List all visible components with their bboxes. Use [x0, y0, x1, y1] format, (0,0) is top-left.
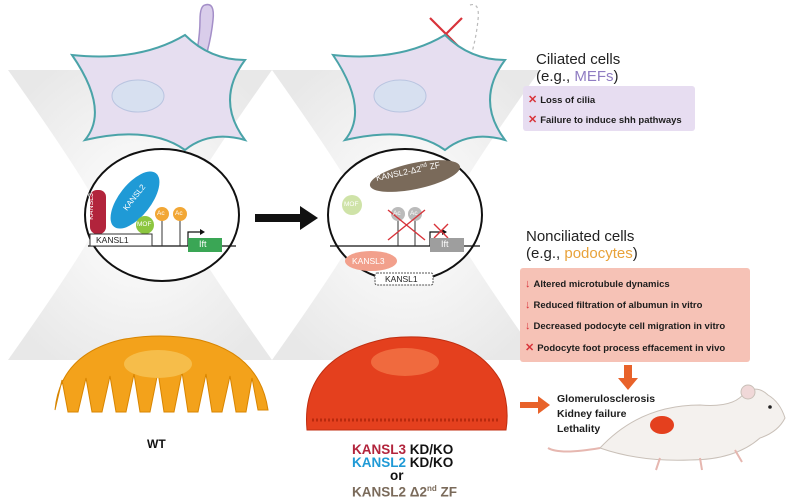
ift-gene-mutant: [430, 238, 464, 252]
outcome-down-arrow: [618, 365, 638, 390]
ift-label-mutant: Ift: [441, 239, 449, 249]
mutant-ciliated-cell: [330, 3, 508, 152]
mof-detached-shape: [342, 195, 362, 215]
mof-shape: [136, 216, 154, 234]
outcomes-list: Glomerulosclerosis Kidney failure Lethal…: [557, 392, 655, 437]
nonciliated-title: Nonciliated cells (e.g., podocytes): [526, 228, 638, 262]
mouse-eye: [768, 405, 772, 409]
ac-lost-label-2: Ac: [410, 210, 418, 217]
legend-line-or: or: [390, 468, 404, 483]
x-mark-icon: ✕: [525, 342, 535, 354]
ac-mark-1: [155, 207, 169, 221]
wt-label: WT: [147, 437, 166, 451]
ciliated-example: MEFs: [574, 68, 614, 85]
x-mark-icon: ✕: [528, 114, 538, 126]
mutant-nucleus: [373, 79, 427, 113]
down-arrow-icon: ↓: [525, 299, 531, 311]
ac-label-1: Ac: [157, 210, 165, 217]
mouse-illustration: [547, 384, 786, 471]
mof-label: MOF: [137, 221, 152, 228]
nonciliated-item-4: ✕Podocyte foot process effacement in viv…: [525, 342, 726, 354]
nonciliated-item-2: ↓Reduced filtration of albumun in vitro: [525, 299, 703, 311]
down-arrow-icon: ↓: [525, 278, 531, 290]
mof-detached-label: MOF: [344, 201, 359, 208]
outcome-lethality: Lethality: [557, 423, 601, 435]
mouse-kidney: [650, 416, 674, 434]
nonciliated-title-line2: (e.g., podocytes): [526, 245, 638, 262]
wt-nucleus: [111, 79, 165, 113]
kansl1-shape: [89, 233, 153, 247]
nonciliated-item-3: ↓Decreased podocyte cell migration in vi…: [525, 320, 726, 332]
ac-mark-lost-2: [408, 207, 422, 221]
kansl3-detached-label: KANSL3: [352, 256, 385, 266]
legend-line-zf: KANSL2 Δ2nd ZF: [352, 484, 457, 500]
kansl3-detached-shape: [345, 251, 397, 271]
nonciliated-example: podocytes: [564, 245, 633, 262]
no-acetylation-x-icon: [387, 209, 426, 241]
wt-complex-circle: [84, 148, 240, 282]
ciliated-effects-box: [523, 86, 695, 131]
kansl3-label: KANSL3: [87, 193, 95, 220]
kansl1-detached-label: KANSL1: [385, 274, 418, 284]
ac-lost-label-1: Ac: [393, 210, 401, 217]
ciliated-item-2: ✕Failure to induce shh pathways: [528, 114, 682, 126]
ift-label-wt: Ift: [199, 239, 207, 249]
ac-mark-lost-1: [391, 207, 405, 221]
wt-ciliated-cell: [69, 3, 248, 152]
mouse-tail: [547, 447, 601, 453]
ift-gene-wt: [188, 238, 222, 252]
transition-arrow: [255, 206, 318, 230]
legend-line-kansl2: KANSL2 KD/KO: [352, 455, 454, 470]
kansl1-detached-shape: [374, 272, 434, 286]
ac-mark-2: [173, 207, 187, 221]
wt-podocyte: [54, 335, 269, 413]
ciliated-title-line2: (e.g., MEFs): [536, 68, 619, 85]
no-transcription-x-icon: [433, 223, 449, 239]
x-mark-icon: ✕: [528, 94, 538, 106]
mutant-podocyte-nucleus: [371, 348, 439, 376]
outcome-glomerulosclerosis: Glomerulosclerosis: [557, 393, 656, 405]
ac-label-2: Ac: [175, 210, 183, 217]
ciliated-title: Ciliated cells (e.g., MEFs): [536, 51, 620, 85]
wt-podocyte-nucleus: [124, 350, 192, 378]
ciliated-item-1: ✕Loss of cilia: [528, 94, 596, 106]
kansl2-shape: [110, 171, 160, 229]
down-arrow-icon: ↓: [525, 320, 531, 332]
kansl1-label: KANSL1: [96, 235, 129, 245]
kansl2-mutant-shape: [369, 160, 461, 192]
ciliated-title-line1: Ciliated cells: [536, 51, 621, 68]
mutant-complex-circle: [327, 148, 483, 286]
kansl3-shape: [90, 190, 106, 234]
mutant-podocyte: [305, 336, 508, 431]
nonciliated-title-line1: Nonciliated cells: [526, 228, 635, 245]
outcome-kidney-failure: Kidney failure: [557, 408, 627, 420]
outcome-right-arrow: [520, 396, 550, 414]
legend-line-kansl3: KANSL3 KD/KO: [352, 442, 454, 457]
genotype-legend: KANSL3 KD/KO KANSL2 KD/KO or KANSL2 Δ2nd…: [352, 443, 457, 499]
mouse-ear: [740, 384, 756, 400]
nonciliated-effects-box: [520, 268, 750, 362]
nonciliated-item-1: ↓Altered microtubule dynamics: [525, 278, 670, 290]
